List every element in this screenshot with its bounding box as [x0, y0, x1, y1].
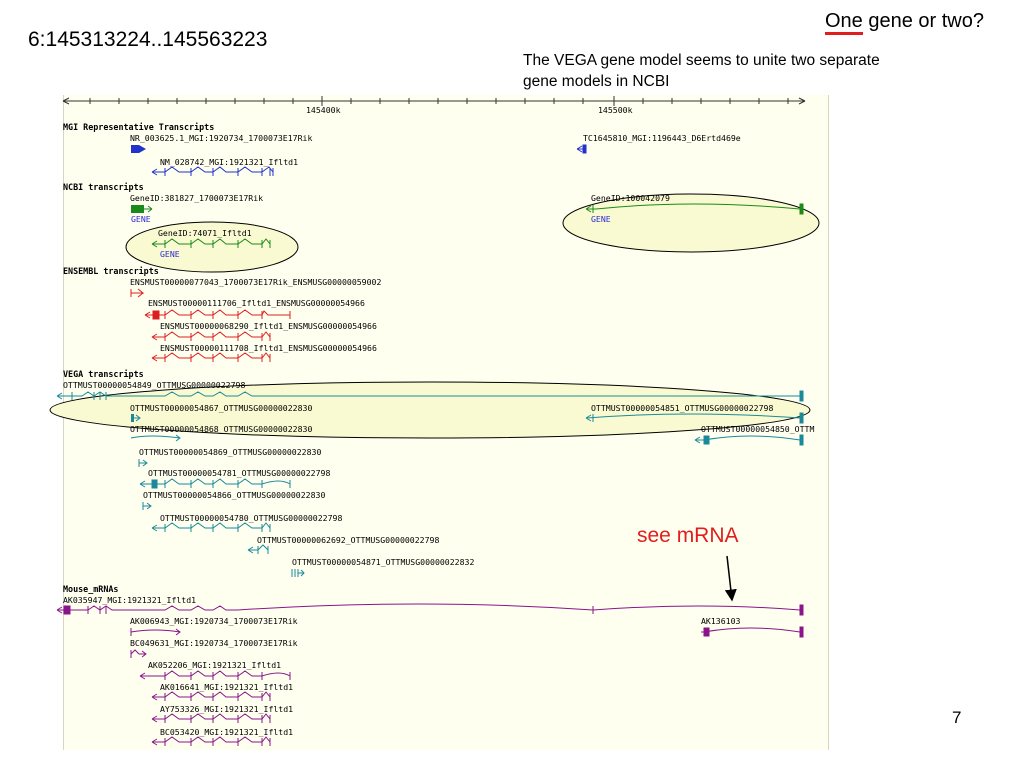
transcript-label: OTTMUST00000054851_OTTMUSG00000022798 [591, 403, 773, 413]
ruler-tick-label: 145400k [306, 105, 341, 115]
transcript-label: NR_003625.1_MGI:1920734_1700073E17Rik [130, 133, 312, 143]
transcript-label: AK052206_MGI:1921321_Ifltd1 [148, 660, 281, 670]
transcript-label: OTTMUST00000054850_OTTM [701, 424, 814, 434]
gene-tag: GENE [131, 214, 151, 224]
transcript-label: ENSMUST00000077043_1700073E17Rik_ENSMUSG… [130, 277, 381, 287]
transcript-label: OTTMUST00000054871_OTTMUSG00000022832 [292, 557, 474, 567]
transcript-label: TC1645810_MGI:1196443_D6Ertd469e [583, 133, 741, 143]
title-rest: gene or two? [862, 10, 984, 32]
transcript-label: AK035947_MGI:1921321_Ifltd1 [63, 595, 196, 605]
highlight-ncbi-left [125, 221, 299, 273]
transcript-label: ENSMUST00000111708_Ifltd1_ENSMUSG0000005… [160, 343, 377, 353]
track-title: Mouse_mRNAs [63, 584, 118, 594]
track-vega: VEGA transcripts OTTMUST00000054849_OTTM… [56, 369, 814, 577]
see-mrna-callout: see mRNA [637, 524, 739, 547]
transcript-label: OTTMUST00000054867_OTTMUSG00000022830 [130, 403, 312, 413]
transcript-label: GeneID:100042079 [591, 193, 670, 203]
transcript-label: OTTMUST00000054780_OTTMUSG00000022798 [160, 513, 342, 523]
transcript-glyph [151, 166, 274, 176]
track-mouse-mrnas: Mouse_mRNAs AK035947_MGI:1921321_Ifltd1 … [56, 584, 804, 746]
transcript-label: OTTMUST00000054869_OTTMUSG00000022830 [139, 447, 321, 457]
transcript-glyph [142, 502, 152, 510]
transcript-glyph [56, 603, 804, 616]
transcript-glyph [576, 144, 587, 154]
coordinate-range: 6:145313224..145563223 [28, 28, 268, 51]
transcript-glyph [131, 205, 144, 213]
transcript-glyph [151, 238, 271, 248]
subtitle-line-1: The VEGA gene model seems to unite two s… [523, 52, 880, 69]
transcript-glyph [131, 145, 146, 153]
transcript-label: NM_028742_MGI:1921321_Ifltd1 [160, 157, 298, 167]
slide-subtitle: The VEGA gene model seems to unite two s… [523, 50, 1003, 92]
transcript-glyph [138, 459, 148, 467]
transcript-label: AY753326_MGI:1921321_Ifltd1 [160, 704, 293, 714]
transcript-label: OTTMUST00000054849_OTTMUSG00000022798 [63, 380, 245, 390]
slide-title: One gene or two? [824, 10, 984, 35]
ruler: 145400k 145500k [62, 96, 806, 115]
transcript-glyph [144, 309, 291, 320]
transcript-label: OTTMUST00000054866_OTTMUSG00000022830 [143, 490, 325, 500]
track-ncbi: NCBI transcripts GeneID:381827_1700073E1… [63, 182, 804, 259]
transcript-glyph [291, 569, 305, 577]
transcript-glyph [151, 691, 271, 701]
track-title: ENSEMBL transcripts [63, 266, 159, 276]
title-emphasis: One [824, 10, 863, 35]
transcript-glyph [151, 736, 271, 746]
transcript-glyph [130, 649, 147, 658]
transcript-glyph [130, 434, 181, 442]
transcript-glyph [130, 288, 145, 298]
transcript-label: OTTMUST00000054868_OTTMUSG00000022830 [130, 424, 312, 434]
transcript-glyph [151, 522, 271, 532]
transcript-label: OTTMUST00000062692_OTTMUSG00000022798 [257, 535, 439, 545]
transcript-glyph [694, 434, 804, 446]
transcript-label: OTTMUST00000054781_OTTMUSG00000022798 [148, 468, 330, 478]
transcript-label: GeneID:74071_Ifltd1 [158, 228, 252, 238]
track-title: MGI Representative Transcripts [63, 122, 214, 132]
transcript-glyph [151, 331, 271, 341]
transcript-glyph [247, 544, 269, 554]
transcript-glyph [139, 478, 291, 489]
transcript-label: ENSMUST00000068290_Ifltd1_ENSMUSG0000005… [160, 321, 377, 331]
transcript-label: AK136103 [701, 616, 741, 626]
transcript-glyph [139, 670, 291, 680]
subtitle-line-2: gene models in NCBI [523, 73, 670, 90]
transcript-label: GeneID:381827_1700073E17Rik [130, 193, 263, 203]
transcript-label: AK006943_MGI:1920734_1700073E17Rik [130, 616, 298, 626]
gene-tag: GENE [160, 249, 180, 259]
transcript-glyph [56, 390, 804, 402]
track-mgi: MGI Representative Transcripts NR_003625… [63, 122, 741, 176]
track-ensembl: ENSEMBL transcripts ENSMUST00000077043_1… [63, 266, 381, 362]
transcript-label: BC053420_MGI:1921321_Ifltd1 [160, 727, 293, 737]
transcript-glyph [585, 203, 804, 215]
transcript-glyph [701, 626, 804, 638]
transcript-label: ENSMUST00000111706_Ifltd1_ENSMUSG0000005… [148, 298, 365, 308]
gene-tag: GENE [591, 214, 611, 224]
page-number: 7 [952, 708, 962, 727]
track-title: NCBI transcripts [63, 182, 144, 192]
transcript-glyph [151, 713, 271, 723]
highlight-ncbi-right [562, 193, 820, 253]
transcript-label: AK016641_MGI:1921321_Ifltd1 [160, 682, 293, 692]
transcript-glyph [585, 412, 804, 424]
transcript-glyph [130, 628, 181, 636]
transcript-label: BC049631_MGI:1920734_1700073E17Rik [130, 638, 298, 648]
ruler-tick-label: 145500k [598, 105, 633, 115]
track-title: VEGA transcripts [63, 369, 144, 379]
callout-arrow [724, 555, 737, 602]
transcript-glyph [151, 352, 271, 362]
